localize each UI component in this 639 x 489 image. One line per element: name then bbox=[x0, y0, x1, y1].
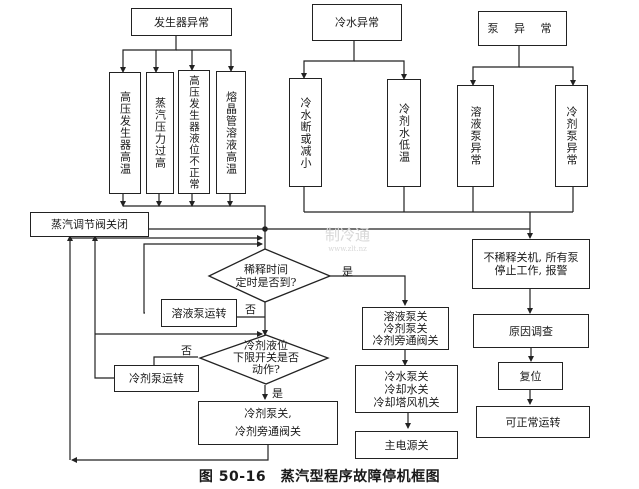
solution-pump-run-box: 溶液泵运转 bbox=[161, 299, 237, 327]
connector bbox=[301, 41, 355, 79]
no-label-refrigerant: 否 bbox=[181, 344, 192, 357]
junction-dot bbox=[262, 226, 268, 232]
figure-caption: 图 50-16 蒸汽型程序故障停机框图 bbox=[198, 469, 441, 485]
stop-water-box: 冷水泵关 冷却水关 冷却塔风机关 bbox=[355, 365, 458, 413]
generator-item-steam-pressure: 蒸汽压力过高 bbox=[146, 72, 174, 194]
normal-operation-box: 可正常运转 bbox=[476, 406, 590, 438]
connector bbox=[519, 66, 576, 86]
connector bbox=[92, 235, 114, 379]
yes-label-dilution: 是 bbox=[342, 265, 353, 278]
refrigerant-off-box: 冷剂泵关, 冷剂旁通阀关 bbox=[198, 401, 338, 445]
coldwater-item-low-temp: 冷剂水低温 bbox=[387, 79, 421, 187]
reset-label: 复位 bbox=[519, 369, 542, 383]
steam-valve-close-box: 蒸汽调节阀关闭 bbox=[30, 212, 149, 237]
coldwater-item-label: 冷剂水低温 bbox=[397, 103, 411, 163]
connector bbox=[470, 46, 520, 86]
steam-valve-close-label: 蒸汽调节阀关闭 bbox=[51, 218, 128, 231]
generator-item-label: 高压发生器液位不正常 bbox=[188, 74, 200, 190]
generator-item-label: 蒸汽压力过高 bbox=[153, 97, 167, 169]
pump-abnormal-box: 泵 异 常 bbox=[478, 11, 567, 46]
pump-abnormal-label: 泵 异 常 bbox=[487, 22, 558, 35]
pump-item-solution: 溶液泵异常 bbox=[457, 85, 494, 187]
connector bbox=[120, 36, 177, 73]
main-power-off-box: 主电源关 bbox=[355, 431, 458, 459]
no-dilution-shutdown-label: 不稀释关机, 所有泵 停止工作, 报警 bbox=[483, 251, 579, 277]
coldwater-abnormal-label: 冷水异常 bbox=[335, 16, 379, 29]
no-label-dilution: 否 bbox=[245, 303, 256, 316]
stop-pumps-label: 溶液泵关 冷剂泵关 冷剂旁通阀关 bbox=[372, 309, 439, 347]
decision-dilution-text: 稀释时间 定时是否到? bbox=[235, 263, 297, 289]
refrigerant-pump-run-label: 冷剂泵运转 bbox=[129, 372, 184, 385]
reset-box: 复位 bbox=[498, 362, 563, 390]
normal-operation-label: 可正常运转 bbox=[505, 415, 561, 429]
generator-abnormal-box: 发生器异常 bbox=[131, 8, 232, 36]
generator-item-crystal-pipe: 熔晶管溶液高温 bbox=[216, 71, 246, 194]
generator-item-level-abnormal: 高压发生器液位不正常 bbox=[178, 70, 210, 194]
no-dilution-shutdown-box: 不稀释关机, 所有泵 停止工作, 报警 bbox=[472, 239, 590, 289]
yes-label-refrigerant: 是 bbox=[272, 387, 283, 400]
connector bbox=[354, 60, 407, 80]
generator-item-high-temp: 高压发生器高温 bbox=[109, 72, 141, 194]
connector bbox=[330, 275, 408, 306]
stop-water-label: 冷水泵关 冷却水关 冷却塔风机关 bbox=[373, 369, 440, 409]
cause-investigation-box: 原因调查 bbox=[473, 314, 589, 348]
decision-refrigerant-level-text: 冷剂液位 下限开关是否 动作? bbox=[233, 339, 299, 376]
connector bbox=[71, 445, 269, 463]
main-power-off-label: 主电源关 bbox=[384, 438, 429, 452]
pump-item-label: 冷剂泵异常 bbox=[565, 106, 578, 166]
generator-item-label: 熔晶管溶液高温 bbox=[224, 90, 238, 175]
generator-abnormal-label: 发生器异常 bbox=[154, 15, 209, 29]
cause-investigation-label: 原因调查 bbox=[509, 324, 553, 338]
coldwater-abnormal-box: 冷水异常 bbox=[312, 4, 402, 41]
pump-item-refrigerant: 冷剂泵异常 bbox=[555, 85, 588, 187]
stop-pumps-box: 溶液泵关 冷剂泵关 冷剂旁通阀关 bbox=[362, 307, 449, 350]
generator-item-label: 高压发生器高温 bbox=[118, 91, 132, 175]
refrigerant-pump-run-box: 冷剂泵运转 bbox=[114, 365, 199, 392]
connector bbox=[176, 49, 234, 72]
connector bbox=[143, 241, 263, 314]
solution-pump-run-label: 溶液泵运转 bbox=[171, 306, 227, 320]
decision-diamond-dilution bbox=[207, 248, 332, 303]
coldwater-item-cut-off: 冷水断或减小 bbox=[289, 78, 322, 187]
connector bbox=[153, 356, 198, 365]
decision-diamond-refrigerant-level bbox=[198, 334, 330, 385]
connector bbox=[123, 205, 266, 229]
pump-item-label: 溶液泵异常 bbox=[469, 106, 482, 166]
coldwater-item-label: 冷水断或减小 bbox=[299, 96, 312, 169]
refrigerant-off-label: 冷剂泵关, 冷剂旁通阀关 bbox=[235, 407, 301, 438]
